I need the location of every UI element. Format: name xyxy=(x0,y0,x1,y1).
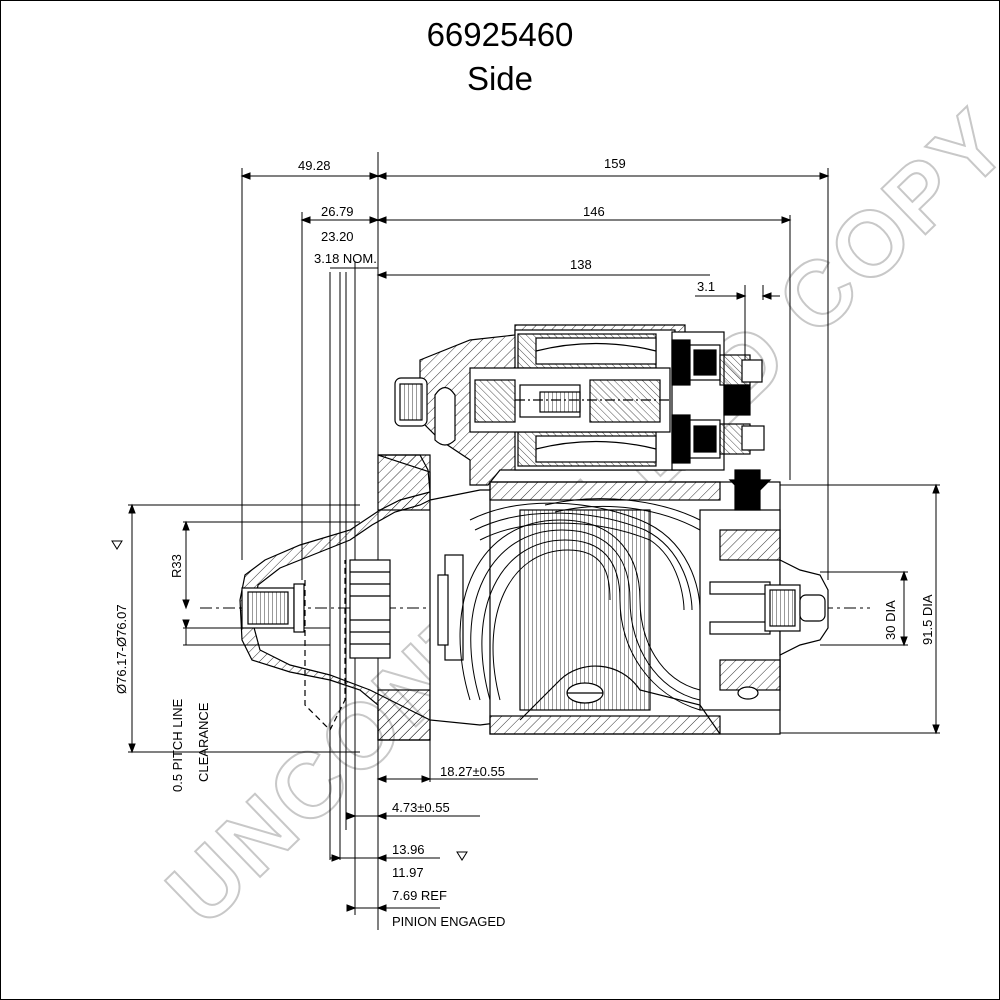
dim-11-97: 11.97 xyxy=(392,865,424,880)
dim-18-27: 18.27±0.55 xyxy=(440,764,505,779)
dim-159: 159 xyxy=(604,156,626,171)
dim-r33: R33 xyxy=(169,554,184,578)
dimension-labels: 49.28 159 26.79 146 23.20 3.18 NOM. 138 … xyxy=(114,156,935,929)
dim-91-5-dia: 91.5 DIA xyxy=(920,594,935,645)
dim-49-28: 49.28 xyxy=(298,158,331,173)
dim-4-73: 4.73±0.55 xyxy=(392,800,450,815)
dim-146: 146 xyxy=(583,204,605,219)
dim-26-79: 26.79 xyxy=(321,204,354,219)
dim-30-dia: 30 DIA xyxy=(883,600,898,640)
dim-23-20: 23.20 xyxy=(321,229,354,244)
mounting-flange xyxy=(377,454,431,511)
view-subtitle: Side xyxy=(466,60,534,97)
top-dimension-lines xyxy=(240,152,830,930)
dim-138: 138 xyxy=(570,257,592,272)
dim-pitch-line: 0.5 PITCH LINE xyxy=(170,698,185,792)
dim-pilot-diameter: Ø76.17-Ø76.07 xyxy=(114,604,129,694)
dim-7-69-ref: 7.69 REF xyxy=(392,888,447,903)
dim-13-96: 13.96 xyxy=(392,842,425,857)
dim-3-1: 3.1 xyxy=(697,279,715,294)
terminal-stud-lower xyxy=(741,425,765,451)
dim-pinion-engaged: PINION ENGAGED xyxy=(392,914,505,929)
terminal-stud-upper xyxy=(741,359,763,383)
starter-motor-drawing xyxy=(239,324,829,741)
part-number-title: 66925460 xyxy=(426,16,574,53)
pinion-gear xyxy=(349,559,391,659)
dim-3-18-nom: 3.18 NOM. xyxy=(314,251,377,266)
dim-clearance: CLEARANCE xyxy=(196,702,211,782)
